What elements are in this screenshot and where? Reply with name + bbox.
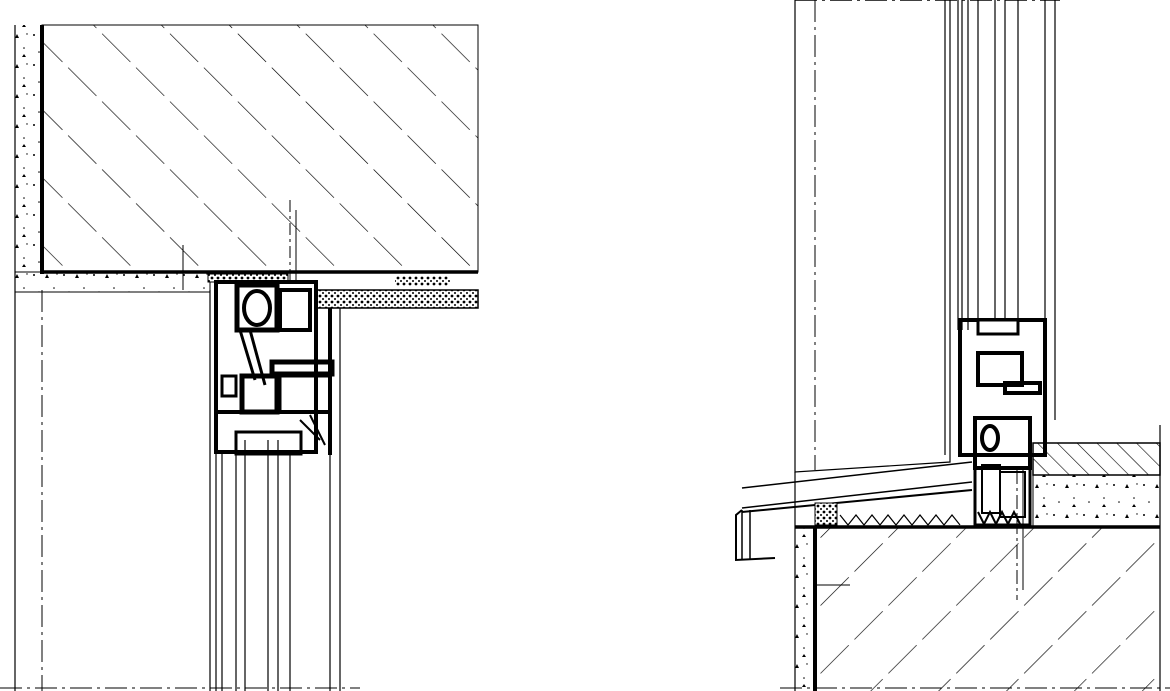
concrete-slab bbox=[815, 528, 1160, 691]
head-detail bbox=[0, 24, 479, 691]
glazing-lines bbox=[209, 290, 341, 691]
plaster-wall bbox=[14, 25, 211, 691]
floor-tile bbox=[1032, 442, 1161, 476]
glazing-lines bbox=[944, 0, 1056, 455]
plaster-wall bbox=[795, 528, 815, 691]
exterior-sill bbox=[735, 461, 973, 562]
seal-strip bbox=[814, 502, 838, 526]
floor-screed bbox=[1032, 474, 1161, 528]
sill-detail bbox=[735, 0, 1170, 691]
concrete-lintel bbox=[40, 24, 479, 274]
window-frame-profile bbox=[958, 318, 1047, 528]
window-frame-profile bbox=[214, 280, 335, 456]
insulation-strip bbox=[315, 289, 479, 309]
interior-panel bbox=[794, 0, 951, 473]
